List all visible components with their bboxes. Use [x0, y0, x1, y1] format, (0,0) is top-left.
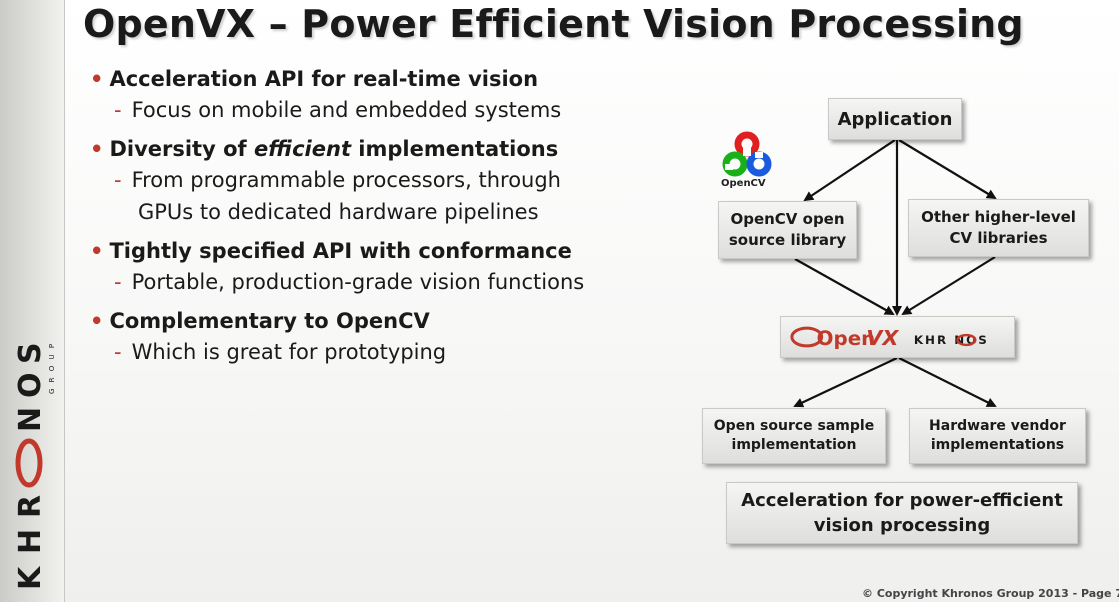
bullet-text-emphasis: efficient [253, 137, 351, 161]
opencv-library-box: OpenCV open source library [718, 201, 857, 259]
bullet-4: •Complementary to OpenCV -Which is great… [90, 306, 690, 368]
acceleration-box: Acceleration for power-efficient vision … [726, 482, 1078, 544]
other-box-line-1: Other higher-level [921, 208, 1076, 226]
vendor-box-line-1: Hardware vendor [929, 418, 1066, 434]
sub-bullet: -From programmable processors, through [90, 164, 690, 196]
bullet-text: Complementary to OpenCV [109, 309, 430, 333]
sub-bullet: -Which is great for prototyping [90, 336, 690, 368]
openvx-khronos-text: KHR NOS [914, 333, 989, 347]
accel-box-line-2: vision processing [813, 515, 991, 536]
sub-bullet-text: Which is great for prototyping [131, 340, 447, 364]
vendor-implementations-box: Hardware vendor implementations [909, 408, 1086, 464]
opencv-box-line-1: OpenCV open [730, 210, 845, 228]
arrow-openvx-to-vendor [898, 357, 997, 407]
sub-marker: - [114, 168, 122, 192]
bullet-text: Tightly specified API with conformance [109, 239, 572, 263]
svg-text:R: R [13, 495, 48, 518]
arrow-openvx-to-sample [793, 357, 898, 408]
svg-text:N: N [13, 407, 48, 432]
arrow-app-to-other [898, 139, 997, 200]
svg-text:S: S [13, 342, 48, 364]
arrow-opencv-to-openvx [794, 258, 895, 315]
bullet-marker: • [90, 137, 104, 161]
bullet-text-pre: Diversity of [109, 137, 254, 161]
accel-box-line-1: Acceleration for power-efficient [741, 490, 1063, 511]
bullet-marker: • [90, 309, 104, 333]
sub-bullet-text: Focus on mobile and embedded systems [131, 98, 562, 122]
svg-text:K: K [13, 563, 48, 590]
sample-implementation-box: Open source sample implementation [702, 408, 886, 464]
openvx-box: Open VX KHR NOS [780, 316, 1015, 358]
architecture-diagram: Application OpenCV OpenCV open source li… [65, 0, 1119, 602]
bullet-text-post: implementations [350, 137, 559, 161]
arrow-other-to-openvx [901, 256, 996, 316]
bullet-3: •Tightly specified API with conformance … [90, 236, 690, 298]
openvx-khronos-logo-icon: Open VX KHR NOS [790, 326, 989, 350]
sub-marker: - [114, 270, 122, 294]
slide-title: OpenVX – Power Efficient Vision Processi… [83, 2, 1024, 46]
left-brand-band: K H R N O S G R O U P [0, 0, 65, 602]
other-libraries-box: Other higher-level CV libraries [908, 199, 1089, 257]
svg-text:O: O [13, 372, 48, 398]
sub-marker: - [114, 340, 122, 364]
vendor-box-line-2: implementations [930, 437, 1065, 453]
bullet-1: •Acceleration API for real-time vision -… [90, 64, 690, 126]
opencv-box-line-2: source library [728, 231, 847, 249]
khronos-vertical-logo: K H R N O S G R O U P [0, 325, 64, 595]
diagram-arrows [793, 139, 997, 408]
openvx-vx-text: VX [866, 326, 899, 350]
opencv-logo-icon [722, 131, 772, 177]
svg-text:H: H [13, 529, 48, 554]
copyright-footer: © Copyright Khronos Group 2013 - Page 7 [862, 587, 1119, 600]
sub-bullet-text: From programmable processors, through [131, 168, 561, 192]
other-box-line-2: CV libraries [949, 229, 1048, 247]
opencv-logo-label: OpenCV [721, 178, 766, 189]
slide-content: OpenVX – Power Efficient Vision Processi… [65, 0, 1119, 602]
arrow-app-to-opencv [803, 139, 896, 202]
bullet-text: Acceleration API for real-time vision [109, 67, 539, 91]
bullet-marker: • [90, 239, 104, 263]
bullet-2: •Diversity of efficient implementations … [90, 134, 690, 228]
sub-bullet-continuation: GPUs to dedicated hardware pipelines [138, 200, 539, 224]
sub-bullet: -Portable, production-grade vision funct… [90, 266, 690, 298]
opencv-logo: OpenCV [719, 130, 775, 194]
application-label: Application [837, 108, 953, 130]
openvx-open-text: Open [817, 327, 876, 350]
khronos-logo-icon: K H R N O S G R O U P [13, 342, 56, 590]
sub-bullet-text: Portable, production-grade vision functi… [131, 270, 585, 294]
application-box: Application [828, 98, 962, 140]
bullet-marker: • [90, 67, 104, 91]
svg-text:G R O U P: G R O U P [48, 342, 56, 394]
bullet-list: •Acceleration API for real-time vision -… [90, 64, 690, 376]
sample-box-line-1: Open source sample [713, 418, 875, 434]
sub-marker: - [114, 98, 122, 122]
sample-box-line-2: implementation [731, 437, 857, 453]
sub-bullet: -Focus on mobile and embedded systems [90, 94, 690, 126]
